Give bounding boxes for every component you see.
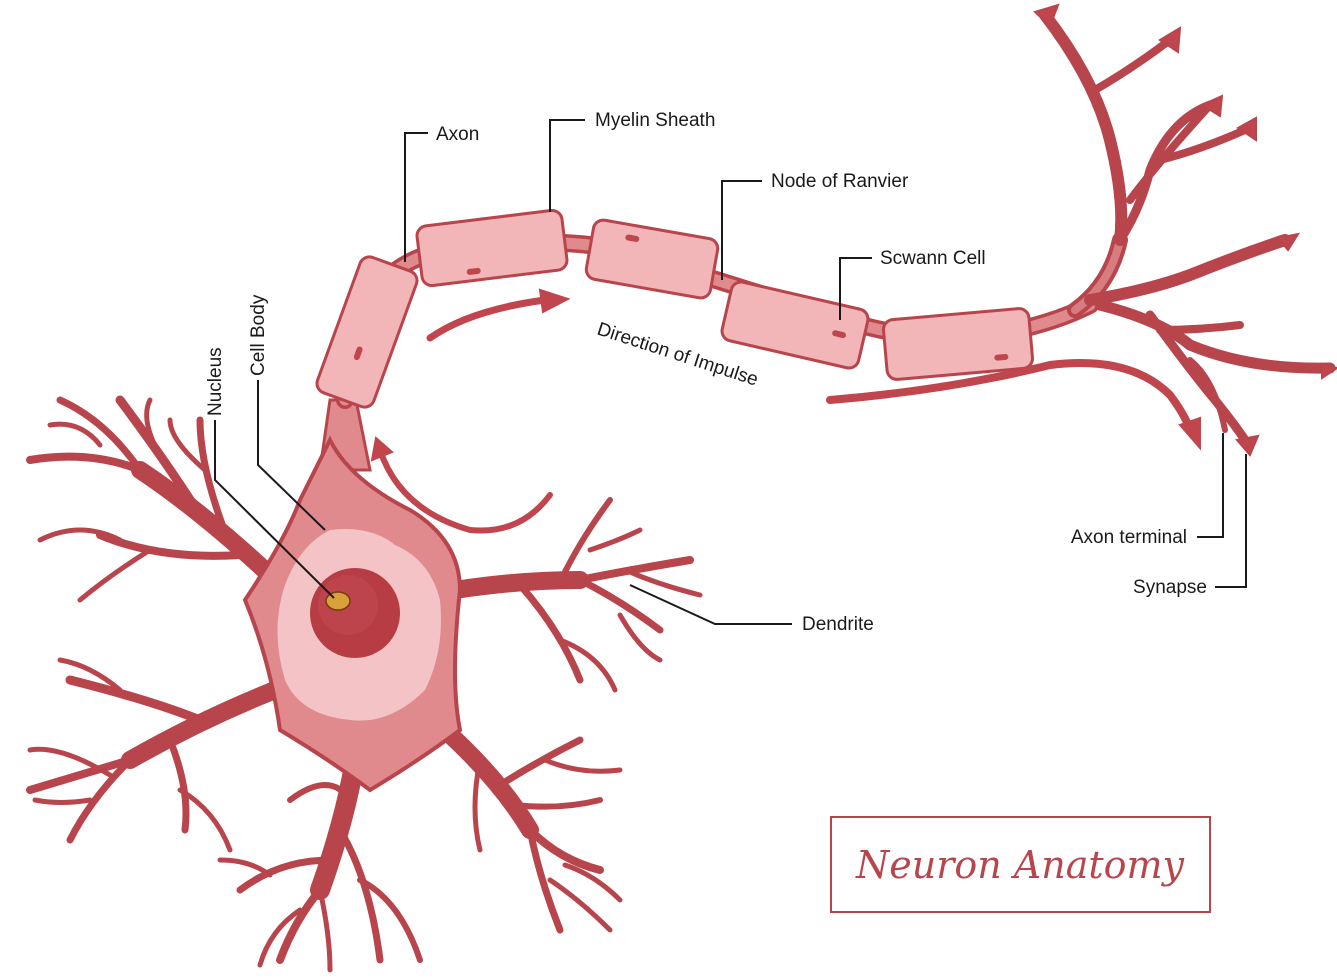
leader-nucleus bbox=[214, 420, 335, 599]
diagram-title: Neuron Anatomy bbox=[855, 843, 1185, 887]
dendrites bbox=[26, 395, 703, 973]
label-node-of-ranvier: Node of Ranvier bbox=[771, 171, 909, 192]
label-nucleus: Nucleus bbox=[205, 347, 226, 416]
myelin-sheath-segments bbox=[315, 208, 1035, 409]
impulse-arrowhead bbox=[1178, 416, 1201, 451]
terminal-knob bbox=[1158, 26, 1182, 54]
impulse-arrow-3 bbox=[826, 359, 1194, 434]
leader-myelin-sheath bbox=[549, 119, 585, 212]
dendrite-lower-right bbox=[436, 721, 623, 934]
schwann-nucleus bbox=[625, 234, 640, 242]
myelin-segment bbox=[584, 218, 720, 300]
terminal-knob bbox=[1276, 232, 1301, 252]
label-axon: Axon bbox=[436, 124, 479, 145]
title-frame bbox=[830, 816, 1211, 913]
myelin-segment bbox=[315, 255, 419, 409]
dendrite-right bbox=[446, 497, 703, 693]
myelin-segment bbox=[720, 280, 870, 370]
cell-body-group bbox=[242, 435, 463, 793]
leader-schwann-cell bbox=[839, 257, 872, 320]
leader-synapse bbox=[1215, 454, 1247, 588]
leader-dendrite bbox=[629, 584, 792, 625]
impulse-arrowhead bbox=[538, 288, 571, 314]
terminal-knob bbox=[1235, 434, 1260, 457]
impulse-arrows bbox=[370, 288, 1201, 534]
label-axon-terminal: Axon terminal bbox=[1071, 527, 1187, 548]
label-synapse: Synapse bbox=[1133, 577, 1207, 598]
schwann-nucleus bbox=[832, 330, 846, 339]
terminal-knob bbox=[1321, 362, 1337, 380]
dendrite-bottom bbox=[217, 750, 423, 973]
label-schwann-cell: Scwann Cell bbox=[880, 248, 986, 269]
terminal-knob bbox=[1033, 3, 1060, 28]
terminal-knobs bbox=[1033, 3, 1337, 457]
impulse-arrow-1 bbox=[377, 447, 553, 534]
axon-terminals bbox=[1033, 3, 1337, 457]
impulse-arrow-2 bbox=[426, 296, 549, 342]
dendrite-upper-left bbox=[26, 395, 279, 603]
terminal-knob bbox=[1236, 116, 1257, 142]
title-box: Neuron Anatomy bbox=[830, 816, 1211, 913]
myelin-segment bbox=[881, 307, 1035, 381]
myelin-segment bbox=[415, 208, 569, 288]
label-cell-body: Cell Body bbox=[248, 294, 269, 376]
leader-cell-body bbox=[257, 380, 326, 531]
leader-axon-terminal bbox=[1197, 433, 1224, 538]
leader-node-of-ranvier bbox=[721, 180, 762, 280]
schwann-nucleus bbox=[353, 346, 363, 361]
schwann-nucleus bbox=[466, 267, 481, 275]
terminal-knob bbox=[1199, 94, 1224, 118]
label-myelin-sheath: Myelin Sheath bbox=[595, 110, 715, 131]
schwann-nucleus bbox=[994, 353, 1009, 361]
impulse-arrowhead bbox=[370, 436, 394, 462]
label-dendrite: Dendrite bbox=[802, 614, 874, 635]
leader-axon bbox=[404, 132, 428, 262]
leader-lines bbox=[214, 119, 1247, 625]
dendrite-lower-left bbox=[26, 657, 284, 853]
